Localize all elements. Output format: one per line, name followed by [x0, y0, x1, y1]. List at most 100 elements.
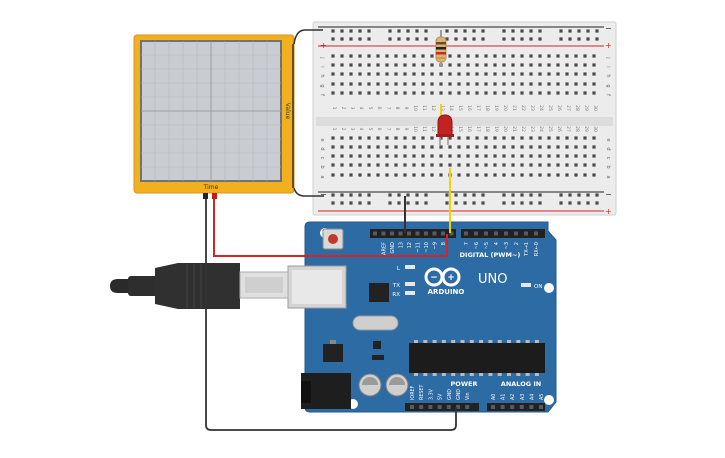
breadboard-hole[interactable] [529, 82, 533, 86]
power-pin-socket[interactable] [410, 405, 414, 409]
breadboard-hole[interactable] [481, 193, 485, 197]
breadboard-hole[interactable] [457, 173, 461, 177]
breadboard-hole[interactable] [403, 163, 407, 167]
breadboard-hole[interactable] [340, 136, 344, 140]
breadboard-hole[interactable] [358, 82, 362, 86]
breadboard-hole[interactable] [493, 54, 497, 58]
breadboard-hole[interactable] [367, 72, 371, 76]
breadboard-hole[interactable] [454, 201, 458, 205]
breadboard-hole[interactable] [556, 82, 560, 86]
breadboard-hole[interactable] [358, 154, 362, 158]
breadboard-hole[interactable] [457, 54, 461, 58]
breadboard-hole[interactable] [520, 29, 524, 33]
breadboard-hole[interactable] [538, 154, 542, 158]
breadboard-hole[interactable] [502, 145, 506, 149]
breadboard-hole[interactable] [376, 136, 380, 140]
breadboard-hole[interactable] [445, 29, 449, 33]
breadboard-holes[interactable] [331, 29, 599, 205]
breadboard-hole[interactable] [349, 145, 353, 149]
digital-pin-socket[interactable] [474, 231, 478, 236]
breadboard-hole[interactable] [394, 163, 398, 167]
breadboard-hole[interactable] [421, 82, 425, 86]
breadboard-hole[interactable] [511, 145, 515, 149]
breadboard-hole[interactable] [529, 29, 533, 33]
breadboard-hole[interactable] [367, 82, 371, 86]
breadboard-hole[interactable] [574, 154, 578, 158]
breadboard-hole[interactable] [502, 136, 506, 140]
breadboard-hole[interactable] [340, 63, 344, 67]
breadboard-hole[interactable] [367, 193, 371, 197]
digital-pin-socket[interactable] [398, 231, 403, 236]
breadboard-hole[interactable] [595, 193, 599, 197]
breadboard-hole[interactable] [481, 37, 485, 41]
breadboard-hole[interactable] [565, 54, 569, 58]
breadboard-hole[interactable] [403, 91, 407, 95]
breadboard-hole[interactable] [448, 154, 452, 158]
breadboard-hole[interactable] [445, 201, 449, 205]
breadboard-hole[interactable] [331, 82, 335, 86]
breadboard-hole[interactable] [565, 136, 569, 140]
breadboard-hole[interactable] [397, 29, 401, 33]
breadboard-hole[interactable] [358, 54, 362, 58]
breadboard-hole[interactable] [331, 154, 335, 158]
analog-pin-socket[interactable] [529, 405, 534, 409]
breadboard-hole[interactable] [394, 136, 398, 140]
breadboard-hole[interactable] [349, 82, 353, 86]
wires[interactable] [205, 29, 457, 431]
breadboard-hole[interactable] [340, 163, 344, 167]
breadboard-hole[interactable] [331, 145, 335, 149]
breadboard-hole[interactable] [565, 173, 569, 177]
breadboard-hole[interactable] [412, 145, 416, 149]
breadboard-hole[interactable] [493, 145, 497, 149]
usb-b-plug[interactable] [155, 263, 240, 309]
breadboard-hole[interactable] [565, 154, 569, 158]
breadboard-hole[interactable] [568, 29, 572, 33]
breadboard-hole[interactable] [502, 29, 506, 33]
breadboard-hole[interactable] [454, 193, 458, 197]
breadboard-hole[interactable] [421, 173, 425, 177]
breadboard-hole[interactable] [406, 193, 410, 197]
breadboard-hole[interactable] [511, 91, 515, 95]
breadboard-hole[interactable] [439, 173, 443, 177]
breadboard-hole[interactable] [595, 29, 599, 33]
breadboard-hole[interactable] [388, 29, 392, 33]
breadboard-hole[interactable] [394, 173, 398, 177]
breadboard-hole[interactable] [376, 91, 380, 95]
breadboard-hole[interactable] [403, 154, 407, 158]
breadboard-hole[interactable] [349, 163, 353, 167]
power-pin-socket[interactable] [446, 405, 451, 409]
breadboard-hole[interactable] [367, 91, 371, 95]
breadboard-hole[interactable] [529, 201, 533, 205]
breadboard-hole[interactable] [376, 154, 380, 158]
breadboard-hole[interactable] [574, 163, 578, 167]
breadboard-hole[interactable] [385, 145, 389, 149]
digital-pin-socket[interactable] [381, 231, 386, 236]
breadboard-hole[interactable] [484, 145, 488, 149]
breadboard-hole[interactable] [349, 154, 353, 158]
breadboard-hole[interactable] [397, 193, 401, 197]
breadboard-hole[interactable] [511, 136, 515, 140]
breadboard-hole[interactable] [574, 63, 578, 67]
breadboard-hole[interactable] [583, 91, 587, 95]
breadboard-hole[interactable] [592, 136, 596, 140]
digital-pin-sockets[interactable] [373, 231, 538, 236]
breadboard-hole[interactable] [385, 91, 389, 95]
reset-button-cap[interactable] [328, 234, 338, 244]
breadboard-hole[interactable] [397, 37, 401, 41]
breadboard-hole[interactable] [448, 163, 452, 167]
breadboard-hole[interactable] [385, 154, 389, 158]
breadboard-hole[interactable] [556, 72, 560, 76]
breadboard-hole[interactable] [559, 37, 563, 41]
power-pin-socket[interactable] [428, 405, 433, 409]
breadboard-hole[interactable] [394, 54, 398, 58]
breadboard-hole[interactable] [394, 91, 398, 95]
breadboard-hole[interactable] [511, 63, 515, 67]
digital-pin-socket[interactable] [534, 231, 538, 236]
breadboard-hole[interactable] [331, 91, 335, 95]
breadboard-hole[interactable] [520, 193, 524, 197]
breadboard-hole[interactable] [412, 82, 416, 86]
breadboard-hole[interactable] [592, 72, 596, 76]
breadboard-hole[interactable] [556, 173, 560, 177]
breadboard-hole[interactable] [412, 91, 416, 95]
breadboard-hole[interactable] [358, 63, 362, 67]
